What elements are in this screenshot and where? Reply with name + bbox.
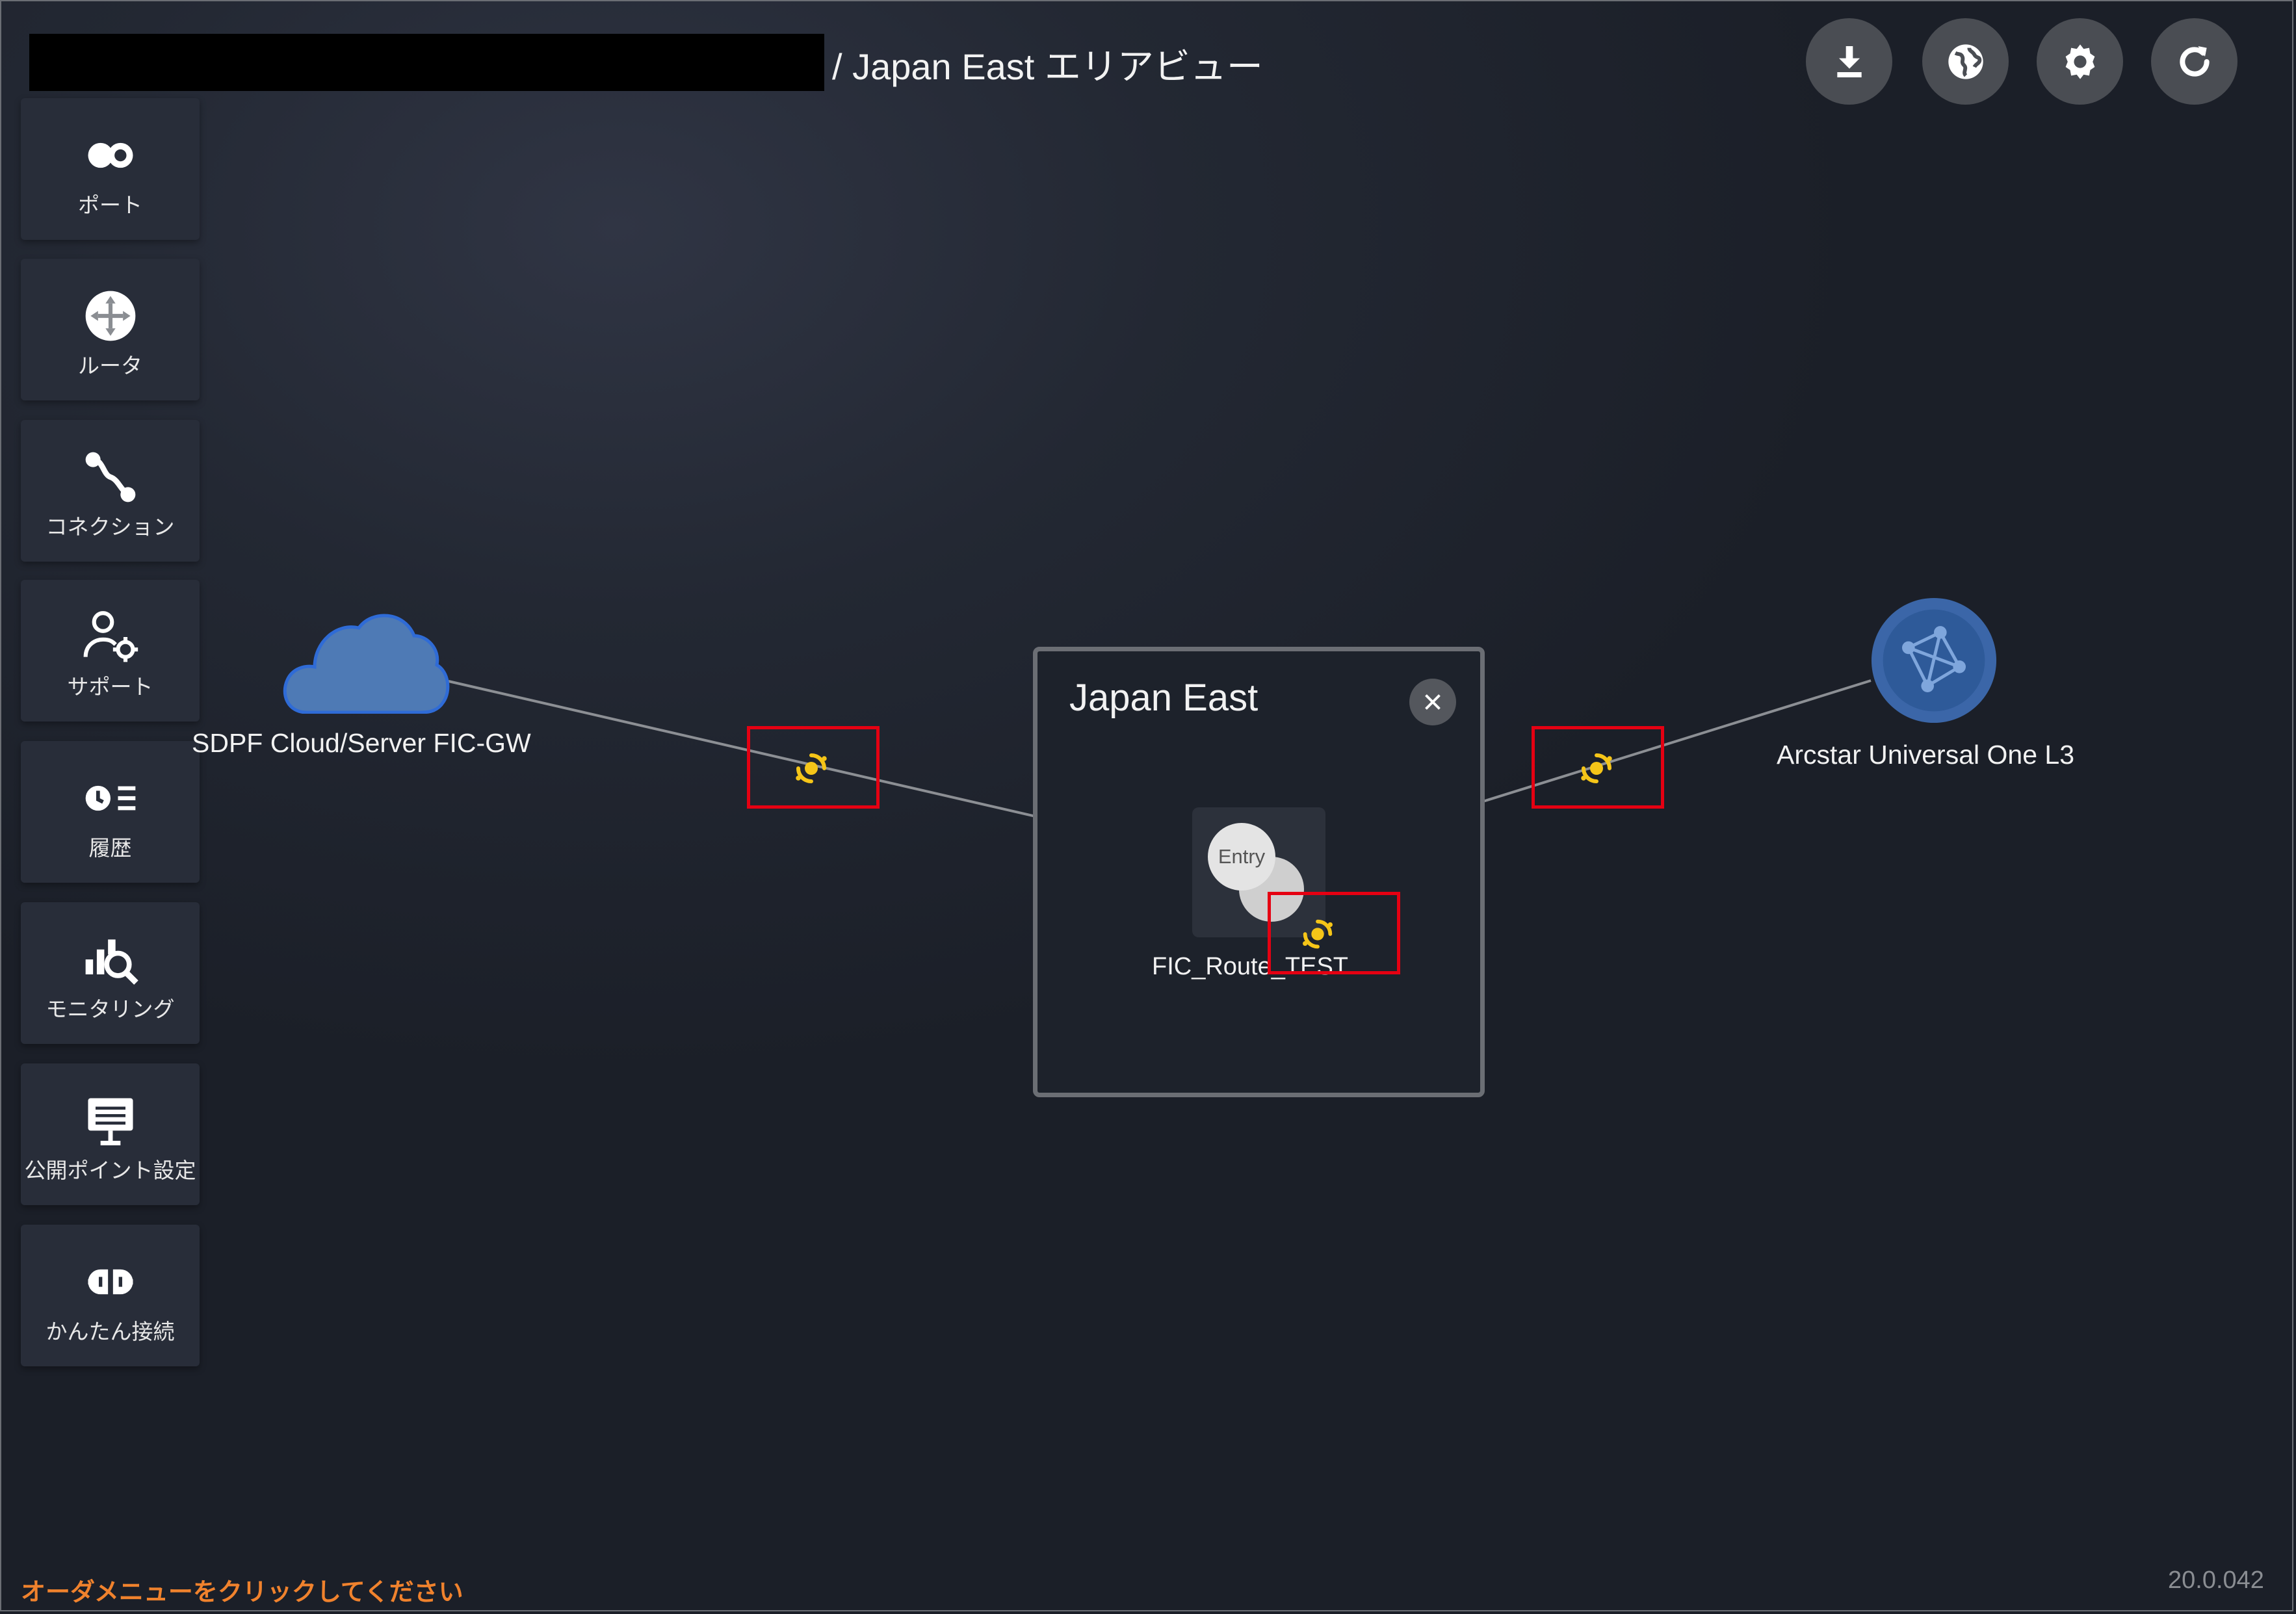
sidebar-item-router[interactable]: ルータ bbox=[21, 259, 200, 400]
right-node-label: Arcstar Universal One L3 bbox=[1777, 740, 2075, 770]
sidebar-item-label: サポート bbox=[67, 675, 153, 699]
port-icon bbox=[88, 142, 133, 168]
order-menu-message: オーダメニューをクリックしてください bbox=[21, 1579, 463, 1606]
download-button[interactable] bbox=[1806, 18, 1892, 105]
sidebar-item-label: コネクション bbox=[46, 515, 175, 539]
network-globe-icon[interactable] bbox=[1870, 597, 1998, 724]
page-title: / Japan East エリアビュー bbox=[832, 46, 1263, 87]
cloud-icon[interactable] bbox=[281, 603, 450, 714]
entry-router-icon: Entry bbox=[1208, 823, 1275, 891]
sidebar-item-public-point[interactable]: 公開ポイント設定 bbox=[21, 1063, 200, 1205]
history-icon bbox=[85, 785, 135, 811]
sidebar-item-monitoring[interactable]: モニタリング bbox=[21, 902, 200, 1044]
redacted-tenant-name bbox=[29, 34, 824, 91]
highlight-box bbox=[1268, 892, 1400, 974]
refresh-icon bbox=[2179, 46, 2210, 77]
router-icon bbox=[85, 291, 135, 341]
router-label: FIC_Route_TEST bbox=[1152, 953, 1348, 980]
refresh-button[interactable] bbox=[2151, 18, 2237, 105]
globe-button[interactable] bbox=[1922, 18, 2009, 105]
sidebar-item-label: ポート bbox=[78, 193, 142, 217]
sidebar-item-label: 履歴 bbox=[88, 836, 132, 860]
sidebar-item-history[interactable]: 履歴 bbox=[21, 741, 200, 883]
version-label: 20.0.042 bbox=[2168, 1567, 2264, 1594]
close-icon bbox=[1425, 694, 1441, 710]
connection-icon bbox=[85, 452, 135, 502]
public-point-icon bbox=[88, 1098, 133, 1145]
sidebar-item-label: かんたん接続 bbox=[46, 1320, 175, 1344]
highlight-box bbox=[747, 726, 880, 809]
sidebar-item-port[interactable]: ポート bbox=[21, 98, 200, 240]
monitoring-icon bbox=[85, 939, 138, 985]
sidebar-item-label: ルータ bbox=[78, 354, 142, 378]
globe-icon bbox=[1948, 44, 1983, 79]
connection-status-icon[interactable] bbox=[792, 749, 831, 788]
entry-label: Entry bbox=[1218, 845, 1266, 868]
sidebar-item-support[interactable]: サポート bbox=[21, 580, 200, 722]
router-status-icon[interactable] bbox=[1299, 915, 1337, 953]
area-close-button[interactable] bbox=[1409, 679, 1456, 725]
settings-button[interactable] bbox=[2037, 18, 2123, 105]
highlight-box bbox=[1532, 726, 1664, 809]
gear-icon bbox=[2065, 44, 2094, 79]
sidebar-item-easy-connect[interactable]: かんたん接続 bbox=[21, 1225, 200, 1366]
sidebar-item-label: 公開ポイント設定 bbox=[24, 1158, 196, 1182]
download-icon bbox=[1836, 46, 1862, 77]
support-icon bbox=[83, 611, 138, 662]
left-node-label: SDPF Cloud/Server FIC-GW bbox=[192, 728, 531, 758]
sidebar-item-connection[interactable]: コネクション bbox=[21, 420, 200, 562]
area-title: Japan East bbox=[1069, 677, 1259, 719]
sidebar-item-label: モニタリング bbox=[46, 997, 175, 1021]
connection-status-icon[interactable] bbox=[1577, 749, 1616, 788]
easy-connect-icon bbox=[88, 1269, 133, 1295]
